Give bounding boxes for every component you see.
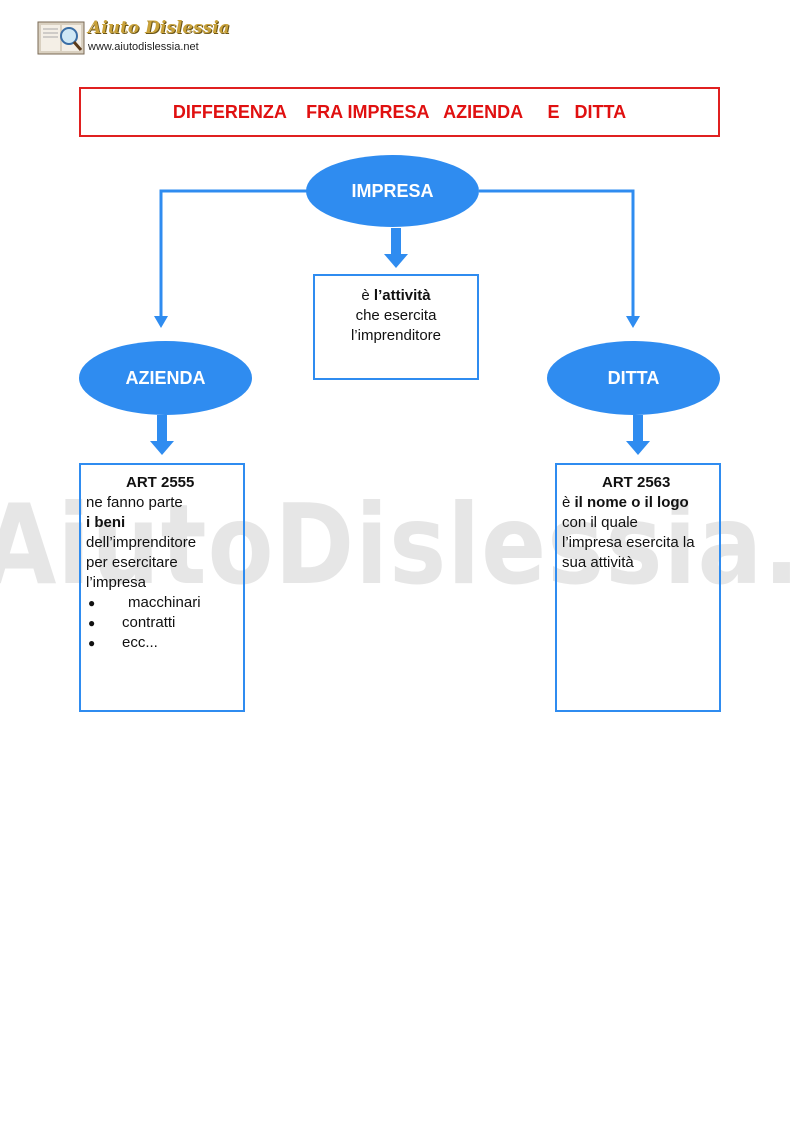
logo-url: www.aiutodislessia.net [88, 41, 199, 53]
ditta-line1: è il nome o il logo [562, 494, 689, 511]
arrow-ditta-head [626, 441, 650, 455]
connector-left [159, 189, 307, 318]
azienda-bold-line: i beni [86, 514, 126, 531]
arrow-azienda-shaft [157, 415, 167, 443]
azienda-line: dell’imprenditore [86, 534, 197, 551]
azienda-label: AZIENDA [125, 367, 206, 388]
list-item: ● macchinari [88, 594, 201, 611]
arrow-azienda-head [150, 441, 174, 455]
azienda-line: per esercitare [86, 554, 178, 571]
ditta-article: ART 2563 [602, 474, 671, 491]
connector-right [479, 189, 635, 318]
ditta-line: con il quale [562, 514, 638, 531]
watermark: By AiutoDislessia.net [0, 480, 793, 610]
impresa-definition-box: è l’attività che esercita l’imprenditore [313, 274, 479, 380]
list-item: ● ecc... [88, 634, 158, 651]
arrow-impresa-shaft [391, 228, 401, 256]
impresa-def-line1: è l’attività [361, 287, 431, 304]
impresa-def-line3: l’imprenditore [350, 327, 442, 344]
arrowhead-left [154, 316, 168, 328]
azienda-node: AZIENDA [79, 341, 252, 415]
list-item: ● contratti [88, 614, 176, 631]
logo: Aiuto Dislessia www.aiutodislessia.net [36, 14, 230, 60]
azienda-line: ne fanno parte [86, 494, 183, 511]
impresa-node: IMPRESA [306, 155, 479, 227]
bullet-icon: ● [88, 596, 96, 610]
ditta-label: DITTA [607, 367, 660, 388]
impresa-def-bold: l’attività [373, 287, 431, 304]
logo-title: Aiuto Dislessia [88, 18, 230, 38]
bullet-icon: ● [88, 636, 96, 650]
ditta-bold: il nome o il logo [574, 494, 689, 511]
ditta-line: l’impresa esercita la [562, 534, 695, 551]
azienda-definition-box: ART 2555 ne fanno parte i beni dell’impr… [79, 463, 245, 712]
azienda-article: ART 2555 [126, 474, 195, 491]
impresa-def-line2: che esercita [355, 307, 437, 324]
ditta-node: DITTA [547, 341, 720, 415]
arrowhead-right [626, 316, 640, 328]
ditta-definition-box: ART 2563 è il nome o il logo con il qual… [555, 463, 721, 712]
title-box: DIFFERENZA FRA IMPRESA AZIENDA E DITTA [79, 87, 720, 137]
arrow-ditta-shaft [633, 415, 643, 443]
impresa-label: IMPRESA [351, 180, 434, 201]
book-magnifier-icon [37, 21, 85, 55]
azienda-line: l’impresa [86, 574, 147, 591]
ditta-line: sua attività [562, 554, 634, 571]
bullet-icon: ● [88, 616, 96, 630]
arrow-impresa-head [384, 254, 408, 268]
page-title: DIFFERENZA FRA IMPRESA AZIENDA E DITTA [172, 101, 627, 122]
